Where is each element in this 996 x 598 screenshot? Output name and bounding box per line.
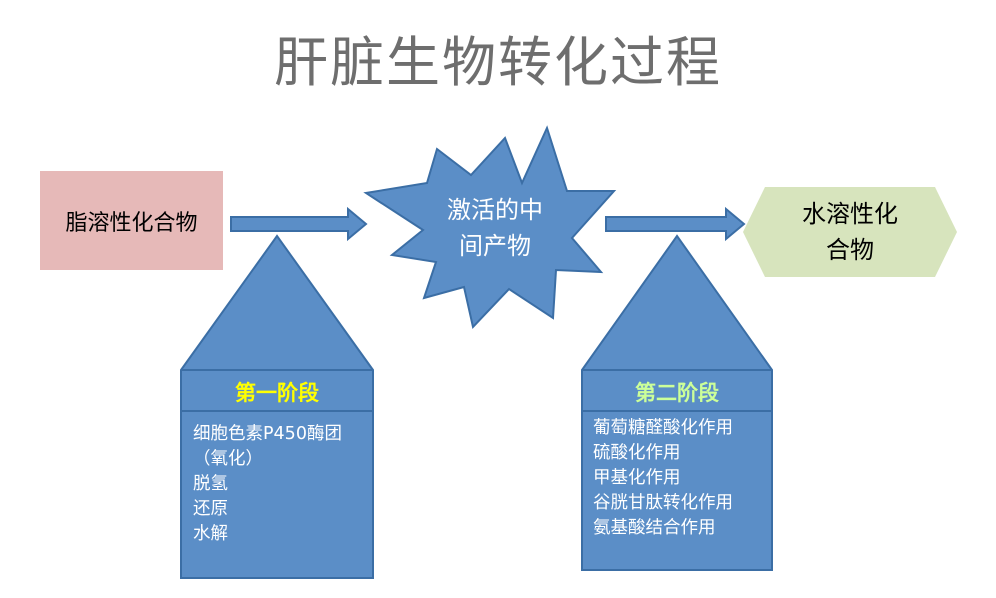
stage1-house (180, 234, 374, 579)
intermediate-line-1: 激活的中 (447, 196, 543, 224)
stage2-item: 氨基酸结合作用 (593, 518, 716, 538)
water-soluble-hexagon (743, 187, 957, 277)
stage1-item: 还原 (193, 499, 228, 519)
intermediate-star (363, 125, 617, 330)
water-soluble-line-2: 合物 (826, 236, 874, 264)
lipid-soluble-box: 脂溶性化合物 (40, 171, 223, 270)
stage2-item: 甲基化作用 (593, 468, 681, 488)
intermediate-line-2: 间产物 (459, 232, 531, 260)
stage1-title: 第一阶段 (235, 381, 319, 405)
stage2-list: 葡萄糖醛酸化作用 硫酸化作用 甲基化作用 谷胱甘肽转化作用 氨基酸结合作用 (593, 416, 769, 541)
stage2-house (581, 234, 773, 571)
arrow-to-water-soluble (605, 206, 746, 242)
page-title: 肝脏生物转化过程 (274, 31, 722, 94)
stage2-title: 第二阶段 (635, 381, 719, 405)
stage1-item: 脱氢 (193, 474, 228, 494)
stage2-item: 谷胱甘肽转化作用 (593, 493, 733, 513)
arrow-to-intermediate (230, 206, 368, 242)
water-soluble-line-1: 水溶性化 (802, 200, 898, 228)
stage2-item: 硫酸化作用 (593, 443, 681, 463)
intermediate-label: 激活的中 间产物 (420, 188, 570, 268)
stage1-item: 水解 (193, 524, 228, 544)
stage1-item: 细胞色素P450酶团 (193, 424, 342, 444)
water-soluble-label: 水溶性化 合物 (760, 192, 940, 272)
stage2-item: 葡萄糖醛酸化作用 (593, 418, 733, 438)
stage1-item: （氧化） (193, 449, 263, 469)
stage1-list: 细胞色素P450酶团 （氧化） 脱氢 还原 水解 (193, 422, 369, 547)
